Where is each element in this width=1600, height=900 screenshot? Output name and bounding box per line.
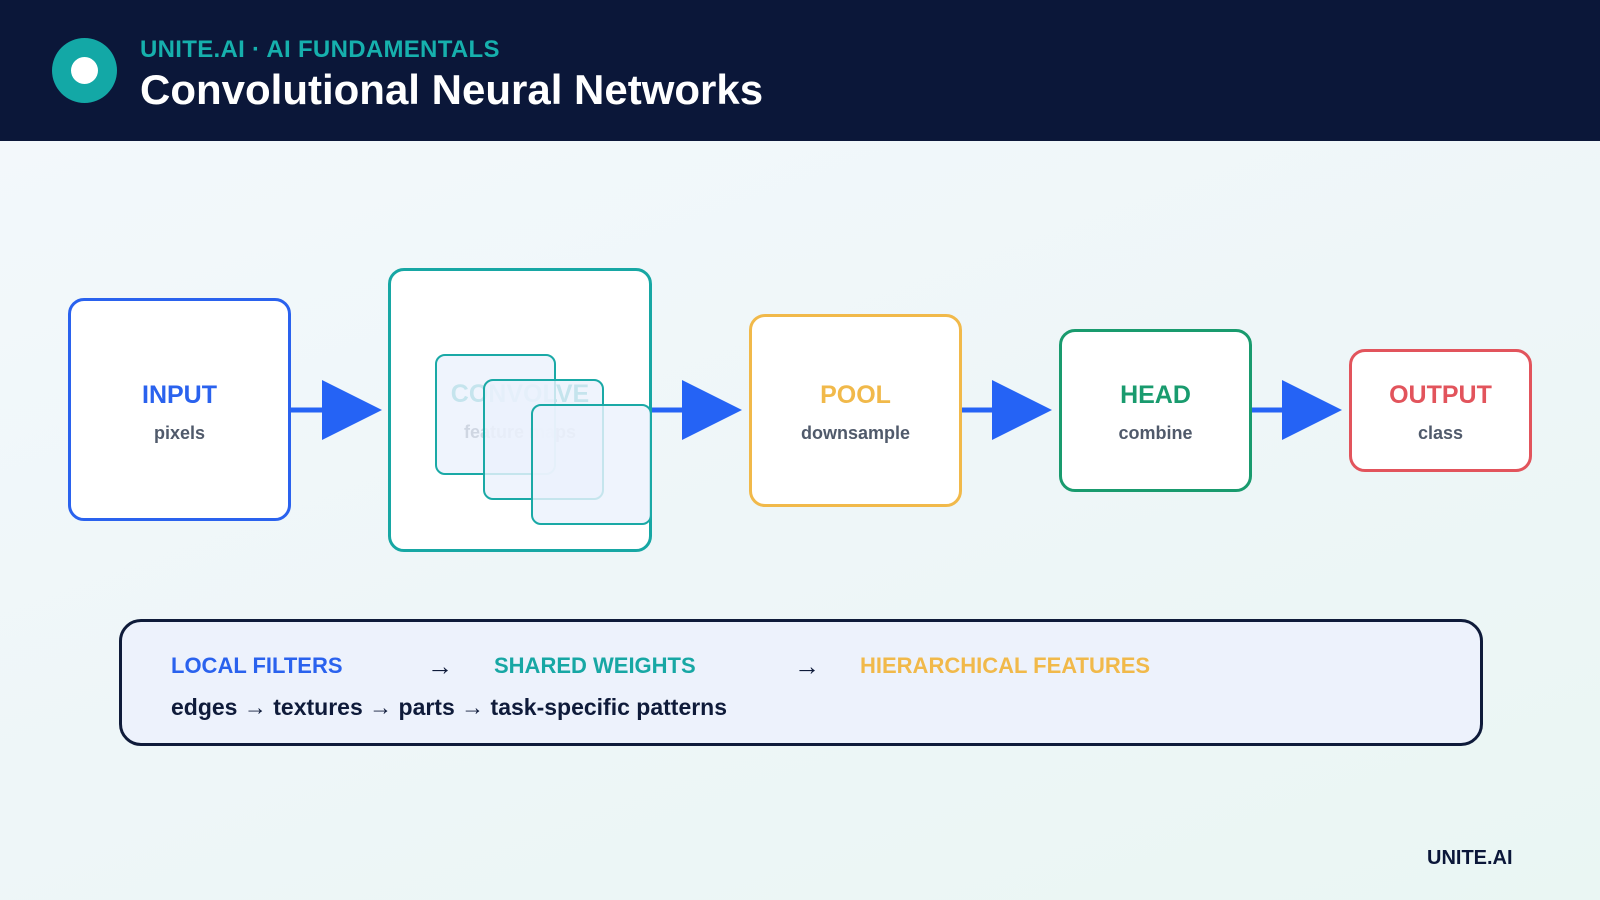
principle-local-filters: LOCAL FILTERS	[171, 653, 343, 678]
feature-hierarchy-chain: edges → textures → parts → task-specific…	[171, 694, 728, 720]
footer-brand: UNITE.AI	[1427, 847, 1513, 869]
logo-icon	[52, 38, 117, 103]
stage-pool: POOL downsample	[749, 314, 962, 507]
arrow-head-head-output	[1282, 380, 1342, 440]
stage-output-sub: class	[1417, 423, 1464, 443]
stage-head-label: HEAD	[1120, 381, 1191, 409]
arrow-head-conv-pool	[682, 380, 742, 440]
stage-input-label: INPUT	[142, 381, 217, 409]
page-title: Convolutional Neural Networks	[140, 66, 764, 113]
principle-hierarchical-features: HIERARCHICAL FEATURES	[860, 653, 1151, 678]
header-bar: UNITE.AI · AI FUNDAMENTALS Convolutional…	[0, 0, 1600, 141]
stage-pool-sub: downsample	[800, 423, 911, 443]
logo-dot	[71, 57, 98, 84]
stage-pool-label: POOL	[820, 381, 891, 409]
header-kicker: UNITE.AI · AI FUNDAMENTALS	[140, 36, 500, 63]
feature-map-3	[531, 404, 652, 525]
stage-input-sub: pixels	[153, 423, 206, 443]
arrow-head-pool-head	[992, 380, 1052, 440]
stage-convolve: CONVOLVE feature maps	[388, 268, 652, 552]
stage-input: INPUT pixels	[68, 298, 291, 521]
arrow-separator-2: →	[794, 651, 820, 681]
stage-output-label: OUTPUT	[1389, 381, 1492, 409]
principle-shared-weights: SHARED WEIGHTS	[494, 653, 696, 678]
summary-panel: LOCAL FILTERS → SHARED WEIGHTS → HIERARC…	[119, 619, 1483, 746]
arrow-separator-1: →	[427, 651, 453, 681]
arrow-head-input-conv	[322, 380, 382, 440]
stage-head: HEAD combine	[1059, 329, 1252, 492]
stage-head-sub: combine	[1118, 423, 1193, 443]
stage-output: OUTPUT class	[1349, 349, 1532, 472]
